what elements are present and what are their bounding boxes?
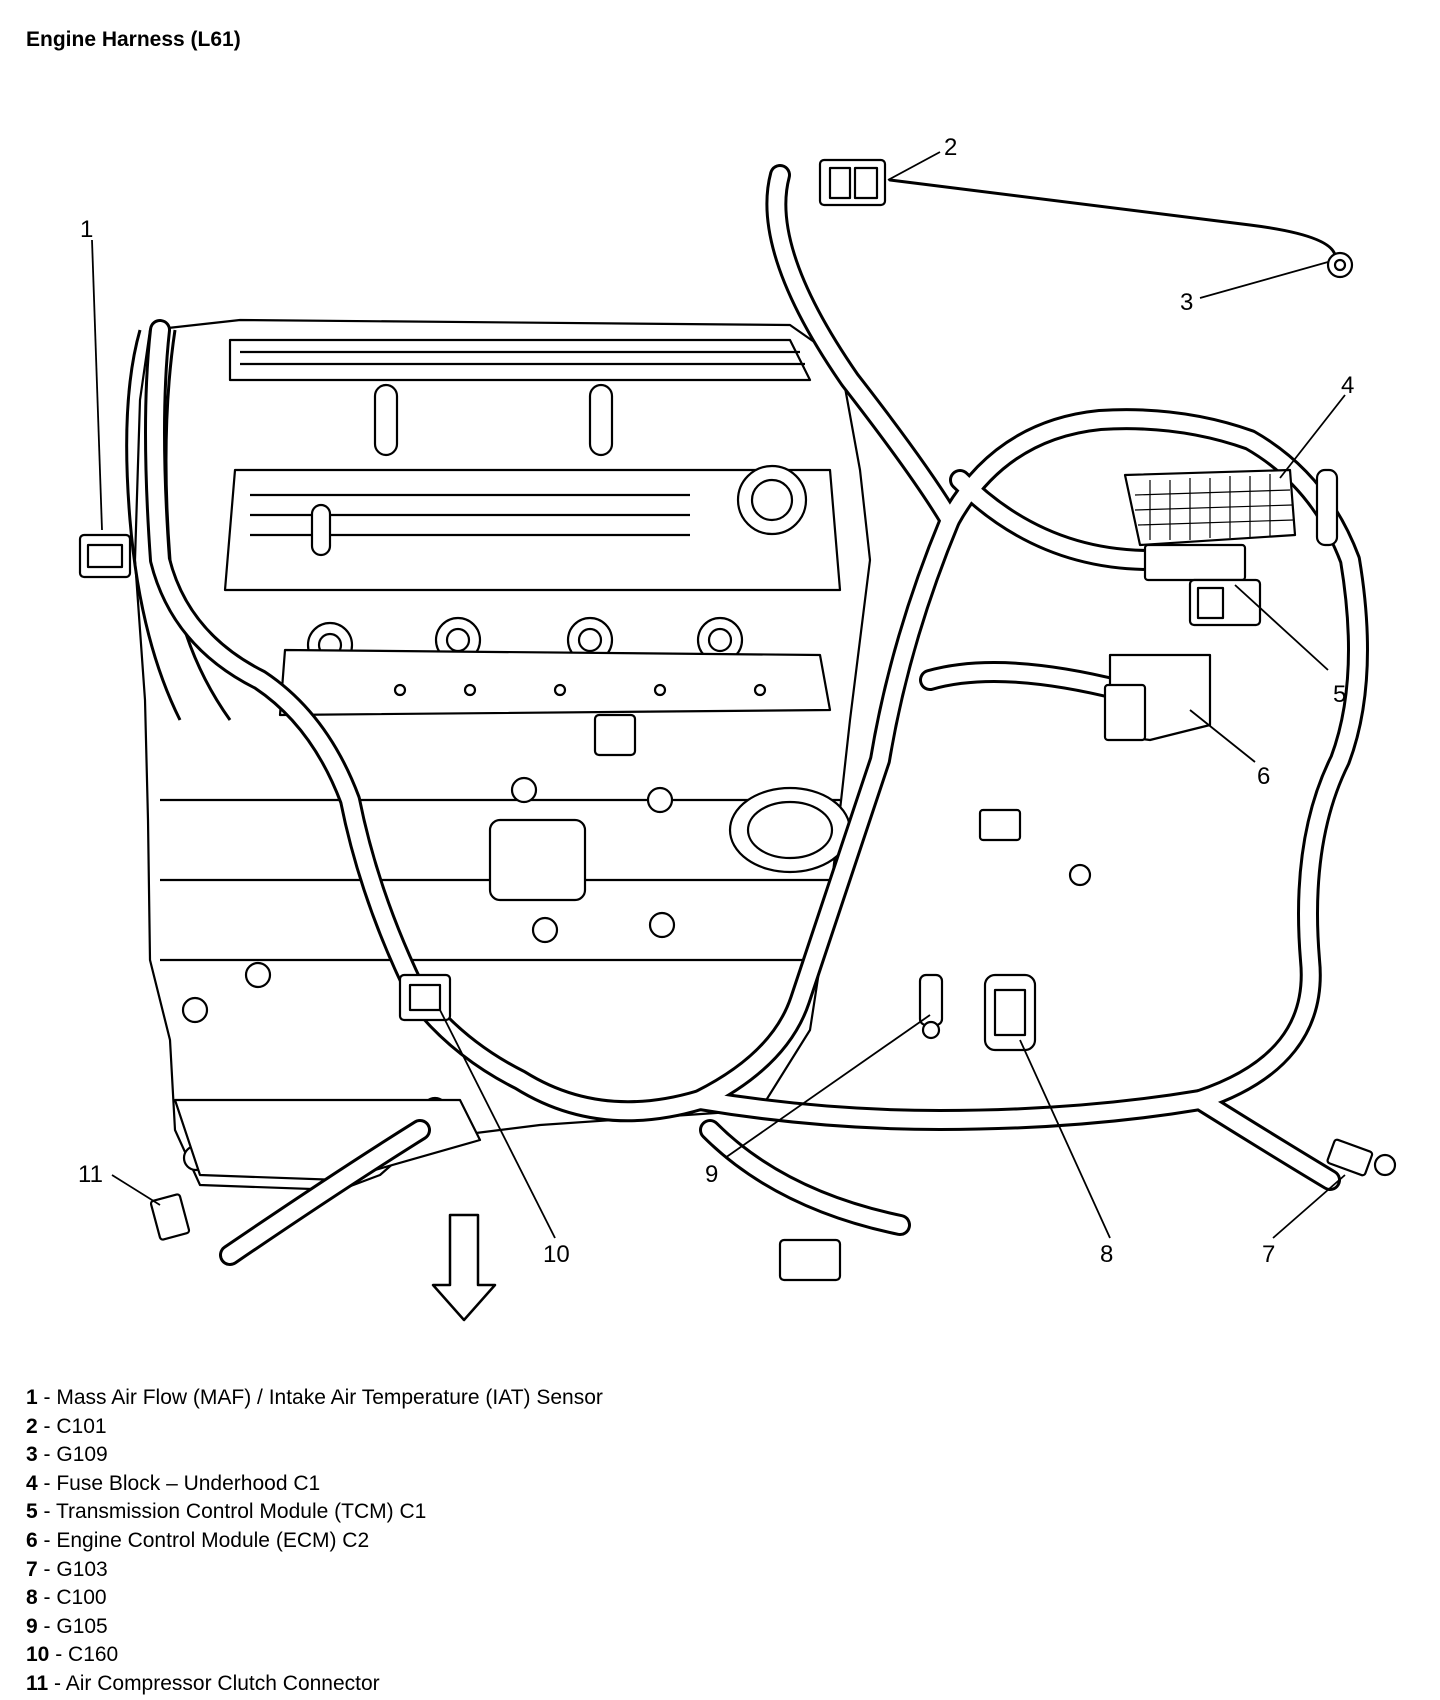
page-title: Engine Harness (L61) (26, 28, 241, 51)
legend-item: 9 - G105 (26, 1614, 108, 1638)
callout-8: 8 (1100, 1241, 1113, 1268)
legend-label: Mass Air Flow (MAF) / Intake Air Tempera… (56, 1386, 603, 1409)
callout-4: 4 (1341, 372, 1354, 399)
legend-label: G103 (56, 1557, 108, 1581)
legend-item: 5 - Transmission Control Module (TCM) C1 (26, 1500, 427, 1524)
legend-label: C101 (56, 1414, 107, 1438)
legend-num: 10 (26, 1643, 50, 1667)
legend-num: 2 (26, 1414, 38, 1438)
g105-ground (918, 973, 944, 1040)
g103-ground (1326, 1138, 1397, 1177)
down-arrow-icon (431, 1213, 497, 1322)
g109-ground (1326, 251, 1354, 279)
callout-9: 9 (705, 1161, 718, 1188)
callout-7: 7 (1262, 1241, 1275, 1268)
legend-num: 3 (26, 1443, 38, 1467)
legend-item: 3 - G109 (26, 1443, 108, 1467)
callout-5: 5 (1333, 681, 1346, 708)
legend-label: G109 (56, 1443, 108, 1467)
legend-item: 11 - Air Compressor Clutch Connector (26, 1671, 380, 1695)
callout-11: 11 (78, 1161, 103, 1188)
legend-num: 4 (26, 1471, 38, 1495)
wire-harness (144, 164, 1369, 1266)
legend-label: C100 (56, 1586, 107, 1610)
legend-num: 6 (26, 1528, 38, 1552)
connectors (78, 158, 1397, 1282)
callout-6: 6 (1257, 763, 1270, 790)
callout-legend: 1 - Mass Air Flow (MAF) / Intake Air Tem… (26, 1384, 603, 1699)
c100-connector (983, 973, 1037, 1052)
air-compressor-clutch-connector (149, 1193, 191, 1241)
tcm-c1-connector (1188, 578, 1262, 627)
c101-connector (818, 158, 887, 207)
legend-item: 7 - G103 (26, 1557, 108, 1581)
legend-item: 1 - Mass Air Flow (MAF) / Intake Air Tem… (26, 1386, 603, 1409)
fuse-block-underhood-c1 (1123, 468, 1297, 582)
legend-num: 8 (26, 1586, 38, 1610)
callout-10: 10 (543, 1241, 570, 1268)
c160-connector (398, 973, 452, 1022)
legend-num: 1 (26, 1386, 38, 1409)
leader-lines (91, 151, 1346, 1239)
legend-item: 6 - Engine Control Module (ECM) C2 (26, 1528, 370, 1552)
legend-item: 2 - C101 (26, 1414, 107, 1438)
engine-harness-drawing: 1 2 3 4 5 6 7 8 9 10 11 (78, 134, 1397, 1322)
callout-1: 1 (80, 216, 93, 243)
legend-label: Fuse Block – Underhood C1 (56, 1471, 321, 1495)
legend-num: 5 (26, 1500, 38, 1524)
legend-num: 7 (26, 1557, 38, 1581)
legend-num: 9 (26, 1614, 38, 1638)
engine-block (125, 318, 872, 1192)
legend-label: Transmission Control Module (TCM) C1 (55, 1500, 427, 1524)
ecm-c2-connector (1103, 653, 1212, 742)
legend-label: Engine Control Module (ECM) C2 (56, 1528, 370, 1552)
legend-label: Air Compressor Clutch Connector (65, 1671, 380, 1695)
legend-item: 10 - C160 (26, 1643, 119, 1667)
legend-label: C160 (68, 1643, 119, 1667)
maf-iat-sensor-connector (78, 533, 132, 579)
callout-3: 3 (1180, 289, 1193, 316)
legend-label: G105 (56, 1614, 108, 1638)
legend-num: 11 (26, 1671, 49, 1695)
legend-item: 4 - Fuse Block – Underhood C1 (26, 1471, 321, 1495)
legend-item: 8 - C100 (26, 1586, 107, 1610)
callout-numbers: 1 2 3 4 5 6 7 8 9 10 11 (78, 134, 1354, 1268)
callout-2: 2 (944, 134, 957, 161)
